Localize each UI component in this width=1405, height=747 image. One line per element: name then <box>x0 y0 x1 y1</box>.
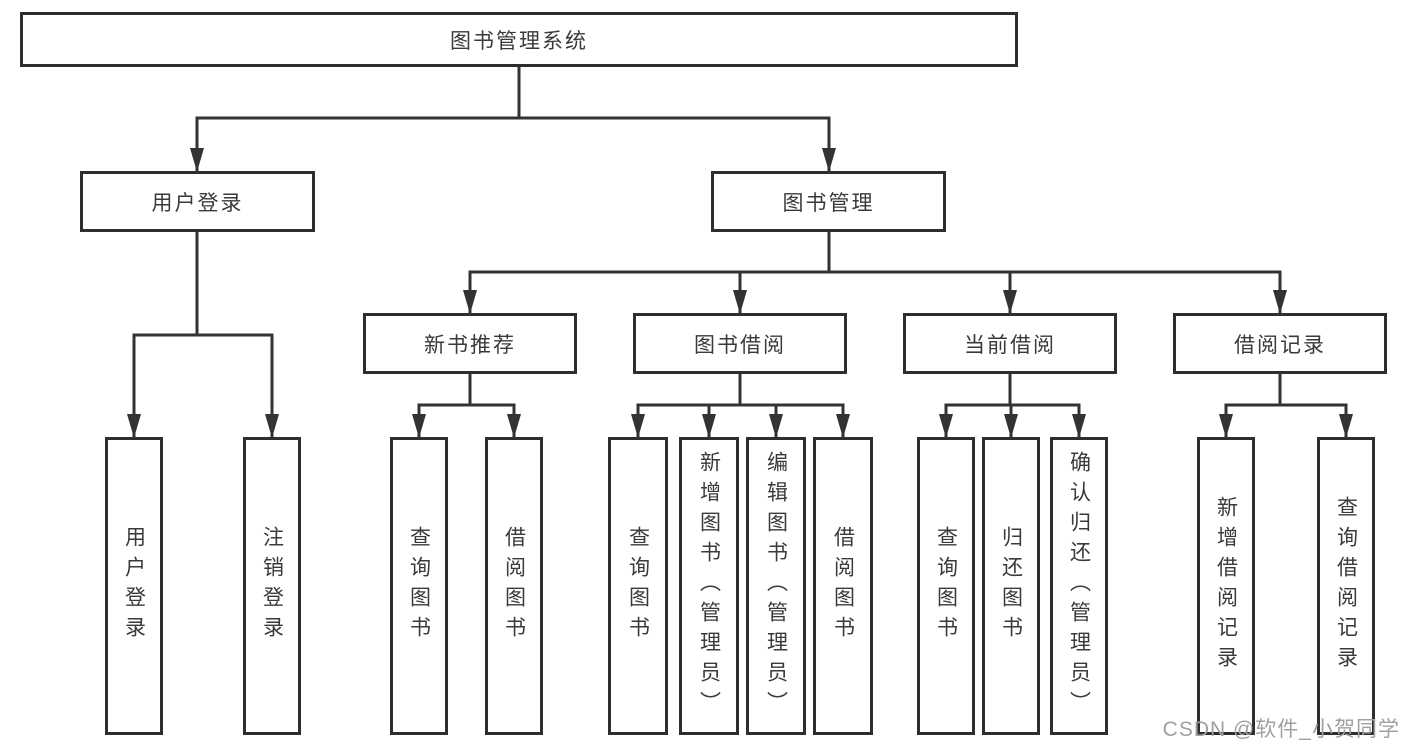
leaf-user-login: 用户登录 <box>105 437 163 735</box>
leaf-current-query-books: 查询图书 <box>917 437 975 735</box>
connector-borrowing-to-leaves <box>631 374 850 438</box>
connector-root-to-level2 <box>190 67 836 172</box>
leaf-current-confirm-return-admin: 确认归还（管理员） <box>1050 437 1108 735</box>
node-root-system: 图书管理系统 <box>20 12 1018 67</box>
leaf-records-add-record: 新增借阅记录 <box>1197 437 1255 735</box>
node-user-login: 用户登录 <box>80 171 315 232</box>
connector-userlogin-to-leaves <box>127 232 279 438</box>
node-borrowing-records: 借阅记录 <box>1173 313 1387 374</box>
leaf-borrowing-edit-books-admin: 编辑图书（管理员） <box>746 437 806 735</box>
connector-current-to-leaves <box>939 374 1086 438</box>
leaf-borrowing-add-books-admin: 新增图书（管理员） <box>679 437 739 735</box>
leaf-borrowing-borrow-books: 借阅图书 <box>813 437 873 735</box>
leaf-newbooks-borrow-books: 借阅图书 <box>485 437 543 735</box>
leaf-records-query-record: 查询借阅记录 <box>1317 437 1375 735</box>
node-book-management: 图书管理 <box>711 171 946 232</box>
node-new-book-recommendation: 新书推荐 <box>363 313 577 374</box>
leaf-borrowing-query-books: 查询图书 <box>608 437 668 735</box>
csdn-watermark: CSDN @软件_小贺同学 <box>1162 718 1400 741</box>
node-book-borrowing: 图书借阅 <box>633 313 847 374</box>
leaf-newbooks-query-books: 查询图书 <box>390 437 448 735</box>
connector-newbooks-to-leaves <box>412 374 521 438</box>
connector-bookmgmt-to-level3 <box>463 232 1287 314</box>
leaf-logout: 注销登录 <box>243 437 301 735</box>
connector-records-to-leaves <box>1219 374 1353 438</box>
node-current-borrowing: 当前借阅 <box>903 313 1117 374</box>
leaf-current-return-books: 归还图书 <box>982 437 1040 735</box>
